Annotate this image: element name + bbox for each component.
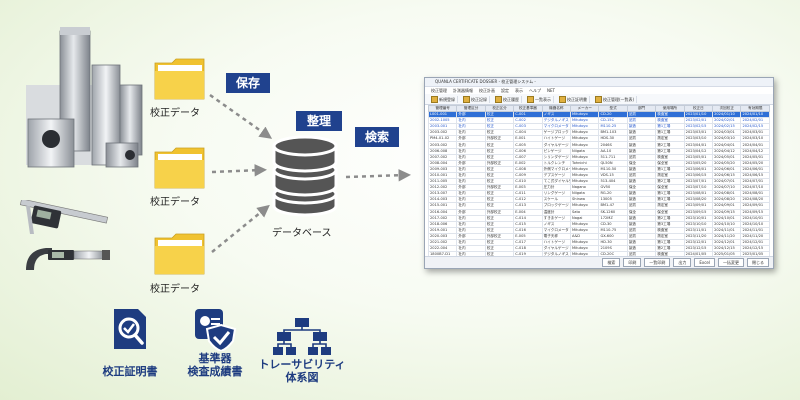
arrow-folder3-to-db	[211, 204, 270, 253]
caliper-photo	[20, 200, 109, 234]
table-cell: ブロックゲージ	[541, 202, 572, 210]
menu-item[interactable]: NET	[547, 88, 555, 93]
certificate-icon	[114, 309, 146, 349]
footer-button[interactable]: 出力	[673, 258, 692, 267]
search-tag: 検索	[355, 127, 399, 147]
toolbar-icon	[559, 95, 566, 103]
arrow-folder1-to-db	[209, 93, 273, 139]
footer-button[interactable]: Excel	[694, 258, 715, 267]
toolbar-icon	[595, 95, 602, 103]
toolbar: 新規登録 校正記録 校正履歴 一覧表示 校正証明書 校正管理(一覧表)	[425, 94, 773, 105]
toolbar-label: 校正履歴	[503, 96, 519, 102]
table-cell: ダイヤルゲージ	[541, 245, 572, 253]
toolbar-button[interactable]: 校正証明書	[557, 95, 590, 103]
toolbar-icon	[527, 95, 534, 103]
toolbar-icon	[431, 95, 438, 103]
data-table: 管理番号管理区分校正区分校正基準器機器名称メーカー型式部門使用場所校正日次回校正…	[427, 105, 770, 268]
save-tag: 保存	[226, 73, 270, 93]
micrometer-photo	[26, 248, 110, 270]
table-cell: シリンダゲージ	[541, 153, 572, 161]
table-row[interactable]: 2011-005社内校正C-010てこ式ダイヤルゲージMitutoyo513-4…	[427, 178, 770, 186]
menu-item[interactable]: 計測器情報	[453, 88, 473, 93]
toolbar-button[interactable]: 校正記録	[461, 95, 490, 103]
app-window: QUANLA CERTIFICATE DOSSIER - 校正管理システム - …	[424, 77, 774, 269]
table-cell: 外側マイクロメータ	[541, 165, 572, 173]
certificate-caption: 校正証明書	[102, 365, 158, 378]
footer-button[interactable]: 閉じる	[747, 258, 769, 267]
window-title: QUANLA CERTIFICATE DOSSIER - 校正管理システム -	[425, 78, 773, 87]
toolbar-icon	[495, 95, 502, 103]
table-cell: ゲージブロック	[541, 129, 572, 137]
footer-button[interactable]: 一括変更	[718, 258, 744, 267]
toolbar-label: 一覧表示	[535, 96, 551, 102]
footer-button[interactable]: 検索	[602, 258, 621, 267]
hierarchy-icon	[273, 318, 331, 355]
table-cell: デジタルノギス	[541, 117, 572, 125]
table-cell: マイクロメータ	[541, 226, 572, 234]
footer-button[interactable]: 一覧印刷	[644, 258, 671, 267]
menu-item[interactable]: 校正計画	[479, 88, 495, 93]
folder-icon	[154, 147, 205, 189]
table-cell: ダイヤルゲージ	[541, 141, 572, 149]
table-cell: マイクロメータ	[541, 123, 572, 131]
traceability-caption: トレーサビリティ 体系図	[258, 358, 346, 384]
database-label: データベース	[272, 228, 332, 239]
toolbar-button[interactable]: 校正管理(一覧表)	[593, 95, 638, 103]
folder-icon	[154, 58, 205, 100]
folder-icon	[154, 233, 205, 275]
toolbar-label: 校正管理(一覧表)	[603, 96, 635, 102]
arrow-db-to-window	[345, 169, 411, 182]
menu-item[interactable]: 表示	[515, 88, 523, 93]
toolbar-button[interactable]: 新規登録	[429, 95, 458, 103]
toolbar-label: 校正記録	[471, 96, 487, 102]
menu-item[interactable]: 校正管理	[431, 88, 447, 93]
menu-bar: 校正管理 計測器情報 校正計画 設定 表示 ヘルプ NET	[425, 87, 773, 94]
arrow-folder2-to-db	[211, 164, 267, 177]
badge-check-icon	[195, 309, 237, 351]
inspection-report-caption: 基準器 検査成績書	[187, 352, 243, 378]
folder-label: 校正データ	[150, 284, 200, 295]
toolbar-button[interactable]: 校正履歴	[493, 95, 522, 103]
footer-button[interactable]: 印刷	[623, 258, 642, 267]
toolbar-icon	[463, 95, 470, 103]
gauge-block-photo	[26, 27, 143, 168]
folder-label: 校正データ	[150, 197, 200, 208]
database-icon	[272, 135, 338, 217]
toolbar-label: 校正証明書	[567, 96, 587, 102]
toolbar-button[interactable]: 一覧表示	[525, 95, 554, 103]
folder-label: 校正データ	[150, 108, 200, 119]
table-cell: てこ式ダイヤルゲージ	[541, 178, 572, 186]
organize-tag: 整理	[296, 111, 342, 131]
toolbar-label: 新規登録	[439, 96, 455, 102]
menu-item[interactable]: 設定	[501, 88, 509, 93]
menu-item[interactable]: ヘルプ	[529, 88, 541, 93]
